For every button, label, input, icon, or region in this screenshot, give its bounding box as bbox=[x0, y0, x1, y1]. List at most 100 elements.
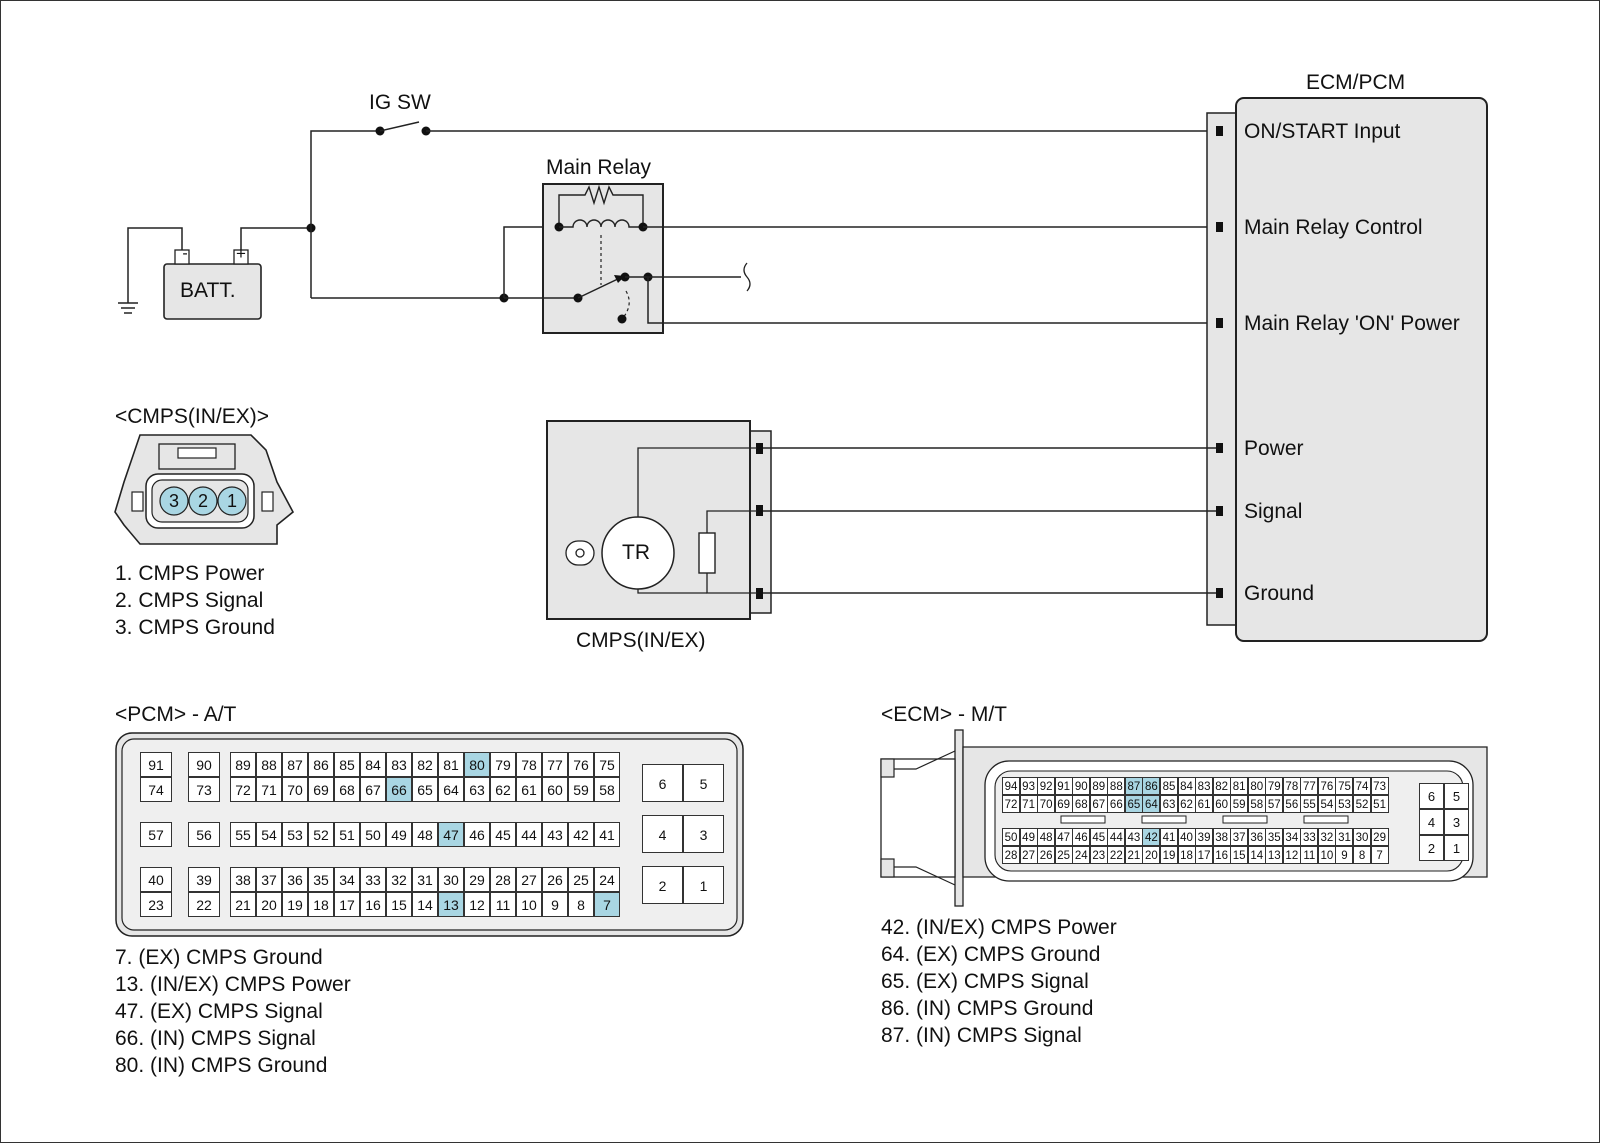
pin-19: 19 bbox=[282, 892, 308, 917]
legend-item: 64. (EX) CMPS Ground bbox=[881, 943, 1101, 966]
pin-83: 83 bbox=[1195, 777, 1214, 795]
legend-item: 65. (EX) CMPS Signal bbox=[881, 970, 1089, 993]
pin-31: 31 bbox=[412, 867, 438, 892]
pin-18: 18 bbox=[1177, 846, 1196, 864]
pin-45: 45 bbox=[490, 822, 516, 847]
legend-item: 86. (IN) CMPS Ground bbox=[881, 997, 1094, 1020]
legend-item: 2. CMPS Signal bbox=[115, 589, 264, 612]
ecm-pin-relay-control: Main Relay Control bbox=[1244, 216, 1423, 239]
ecm-pin-signal: Signal bbox=[1244, 500, 1303, 523]
pin-66: 66 bbox=[386, 777, 412, 802]
pin-54: 54 bbox=[1317, 795, 1336, 813]
pin-75: 75 bbox=[1335, 777, 1354, 795]
pin-85: 85 bbox=[1159, 777, 1178, 795]
pin-15: 15 bbox=[386, 892, 412, 917]
pin-67: 67 bbox=[1089, 795, 1108, 813]
pin-51: 51 bbox=[334, 822, 360, 847]
pin-41: 41 bbox=[1159, 828, 1178, 846]
pcm-title: <PCM> - A/T bbox=[115, 703, 237, 726]
pin-30: 30 bbox=[1353, 828, 1372, 846]
pin-81: 81 bbox=[1230, 777, 1249, 795]
battery-minus: - bbox=[182, 245, 188, 262]
pin-65: 65 bbox=[412, 777, 438, 802]
ecm-pin-power: Power bbox=[1244, 437, 1304, 460]
pin-92: 92 bbox=[1037, 777, 1056, 795]
pin-43: 43 bbox=[1124, 828, 1143, 846]
battery-label: BATT. bbox=[180, 279, 236, 302]
pin-77: 77 bbox=[542, 752, 568, 777]
pin-65: 65 bbox=[1124, 795, 1143, 813]
pin-7: 7 bbox=[1370, 846, 1389, 864]
pin-48: 48 bbox=[1037, 828, 1056, 846]
pin-55: 55 bbox=[230, 822, 256, 847]
relay-resistor bbox=[558, 184, 644, 227]
pin-81: 81 bbox=[438, 752, 464, 777]
pin-76: 76 bbox=[568, 752, 594, 777]
pin-79: 79 bbox=[1265, 777, 1284, 795]
pin-69: 69 bbox=[1054, 795, 1073, 813]
pin-58: 58 bbox=[1247, 795, 1266, 813]
pin-4: 4 bbox=[1419, 809, 1444, 835]
pin-5: 5 bbox=[1444, 783, 1469, 809]
pin-29: 29 bbox=[1370, 828, 1389, 846]
pin-17: 17 bbox=[1195, 846, 1214, 864]
pin-67: 67 bbox=[360, 777, 386, 802]
pin-55: 55 bbox=[1300, 795, 1319, 813]
pin-17: 17 bbox=[334, 892, 360, 917]
pin-89: 89 bbox=[230, 752, 256, 777]
pin-59: 59 bbox=[568, 777, 594, 802]
pin-8: 8 bbox=[1353, 846, 1372, 864]
pin-61: 61 bbox=[1195, 795, 1214, 813]
pin-37: 37 bbox=[1230, 828, 1249, 846]
pin-80: 80 bbox=[1247, 777, 1266, 795]
pin-45: 45 bbox=[1089, 828, 1108, 846]
legend-item: 1. CMPS Power bbox=[115, 562, 265, 585]
pin-43: 43 bbox=[542, 822, 568, 847]
pin-23: 23 bbox=[140, 892, 172, 917]
main-relay-label: Main Relay bbox=[546, 156, 652, 179]
legend-item: 87. (IN) CMPS Signal bbox=[881, 1024, 1082, 1047]
pin-64: 64 bbox=[1142, 795, 1161, 813]
pin-57: 57 bbox=[1265, 795, 1284, 813]
pin-49: 49 bbox=[386, 822, 412, 847]
pin-63: 63 bbox=[464, 777, 490, 802]
pin-8: 8 bbox=[568, 892, 594, 917]
cmps-pin-3: 3 bbox=[168, 491, 179, 511]
pin-27: 27 bbox=[516, 867, 542, 892]
pin-27: 27 bbox=[1019, 846, 1038, 864]
pin-76: 76 bbox=[1317, 777, 1336, 795]
pin-70: 70 bbox=[1037, 795, 1056, 813]
legend-item: 66. (IN) CMPS Signal bbox=[115, 1027, 316, 1050]
pin-46: 46 bbox=[464, 822, 490, 847]
pin-83: 83 bbox=[386, 752, 412, 777]
pin-11: 11 bbox=[490, 892, 516, 917]
pin-9: 9 bbox=[1335, 846, 1354, 864]
legend-item: 7. (EX) CMPS Ground bbox=[115, 946, 323, 969]
pin-57: 57 bbox=[140, 822, 172, 847]
battery-plus: + bbox=[236, 244, 246, 263]
pin-15: 15 bbox=[1230, 846, 1249, 864]
pcm-legend: 7. (EX) CMPS Ground 13. (IN/EX) CMPS Pow… bbox=[115, 944, 351, 1079]
pin-37: 37 bbox=[256, 867, 282, 892]
pin-42: 42 bbox=[1142, 828, 1161, 846]
pin-72: 72 bbox=[1002, 795, 1021, 813]
pin-13: 13 bbox=[438, 892, 464, 917]
pin-20: 20 bbox=[256, 892, 282, 917]
pin-60: 60 bbox=[542, 777, 568, 802]
pin-84: 84 bbox=[360, 752, 386, 777]
pin-79: 79 bbox=[490, 752, 516, 777]
pin-7: 7 bbox=[594, 892, 620, 917]
transistor-label: TR bbox=[622, 541, 650, 564]
pin-30: 30 bbox=[438, 867, 464, 892]
pin-62: 62 bbox=[490, 777, 516, 802]
ecm-legend: 42. (IN/EX) CMPS Power 64. (EX) CMPS Gro… bbox=[881, 914, 1117, 1049]
pin-82: 82 bbox=[1212, 777, 1231, 795]
pin-52: 52 bbox=[308, 822, 334, 847]
pin-1: 1 bbox=[1444, 835, 1469, 861]
pin-90: 90 bbox=[1072, 777, 1091, 795]
pin-24: 24 bbox=[594, 867, 620, 892]
pin-53: 53 bbox=[282, 822, 308, 847]
pin-26: 26 bbox=[1037, 846, 1056, 864]
pin-89: 89 bbox=[1089, 777, 1108, 795]
ig-switch-blade bbox=[379, 121, 420, 132]
